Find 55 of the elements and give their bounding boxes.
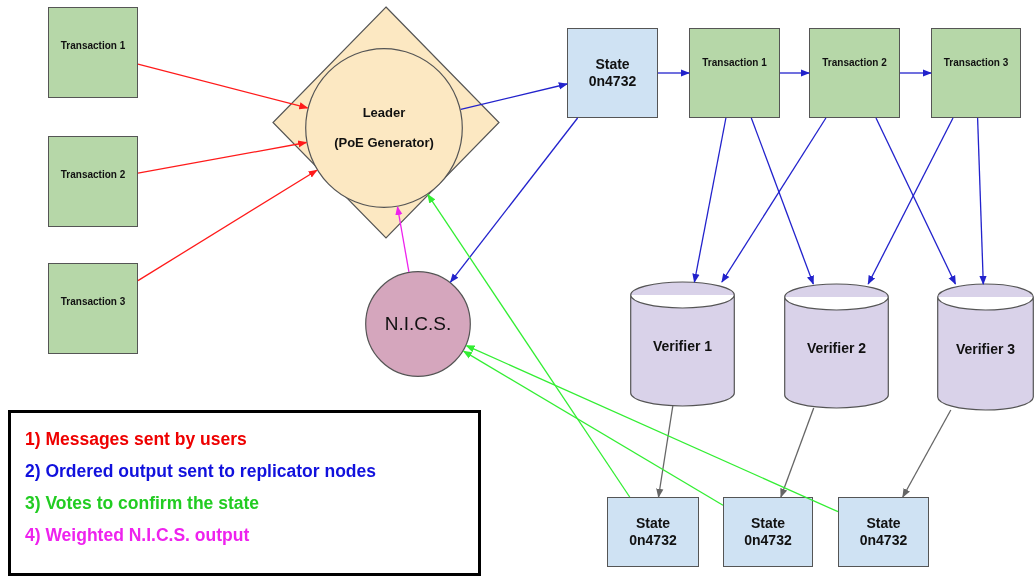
node-label: Transaction 2 (821, 57, 888, 70)
verifier-label: Verifier 1 (652, 338, 713, 356)
verifier-cylinder (937, 284, 1034, 410)
arrow (462, 350, 724, 506)
node-label: Transaction 3 (942, 57, 1010, 70)
node-label: State 0n4732 (858, 514, 909, 550)
state-box (607, 497, 699, 567)
node-label: Transaction 1 (701, 57, 768, 70)
verifier-cylinder (784, 284, 889, 408)
legend-entry: 1) Messages sent by users (25, 428, 248, 451)
node-label: Transaction 1 (59, 40, 127, 53)
arrow (721, 117, 827, 283)
legend-entry: 2) Ordered output sent to replicator nodes (25, 460, 377, 483)
arrow (779, 69, 810, 77)
node-label: Transaction 3 (59, 296, 127, 309)
transaction-box (48, 7, 138, 98)
transaction-box (689, 28, 780, 118)
arrow (449, 117, 579, 283)
arrow (137, 169, 318, 282)
arrow (657, 69, 690, 77)
legend-entry: 4) Weighted N.I.C.S. output (25, 524, 251, 547)
node-label: State 0n4732 (587, 55, 638, 91)
node-label: (PoE Generator) (334, 135, 434, 152)
leader-circle (305, 48, 463, 208)
node-label: Leader (362, 104, 406, 121)
leader-diamond (273, 7, 499, 238)
node-label: N.I.C.S. (384, 312, 452, 336)
verifier-label: Verifier 3 (955, 341, 1016, 359)
transaction-box (809, 28, 900, 118)
node-label: State 0n4732 (628, 514, 678, 550)
node-label: Transaction 2 (59, 169, 127, 182)
arrow (137, 140, 308, 174)
arrow (137, 63, 309, 110)
verifier-cylinder (630, 282, 735, 406)
state-box (567, 28, 658, 118)
arrow (656, 405, 674, 498)
arrow (899, 69, 932, 77)
arrow (902, 409, 952, 498)
transaction-box (48, 136, 138, 227)
arrow (780, 407, 815, 498)
arrow (395, 205, 410, 273)
transaction-box (48, 263, 138, 354)
transaction-box (931, 28, 1021, 118)
arrow (465, 344, 839, 513)
arrow (750, 117, 814, 285)
state-box (723, 497, 813, 567)
nics-circle (365, 271, 471, 377)
arrow (460, 82, 568, 110)
state-box (838, 497, 929, 567)
arrow (976, 117, 987, 285)
verifier-label: Verifier 2 (806, 340, 867, 358)
arrow (427, 193, 631, 498)
node-label: State 0n4732 (743, 514, 793, 550)
arrow (692, 117, 727, 283)
legend-entry: 3) Votes to confirm the state (25, 492, 261, 515)
